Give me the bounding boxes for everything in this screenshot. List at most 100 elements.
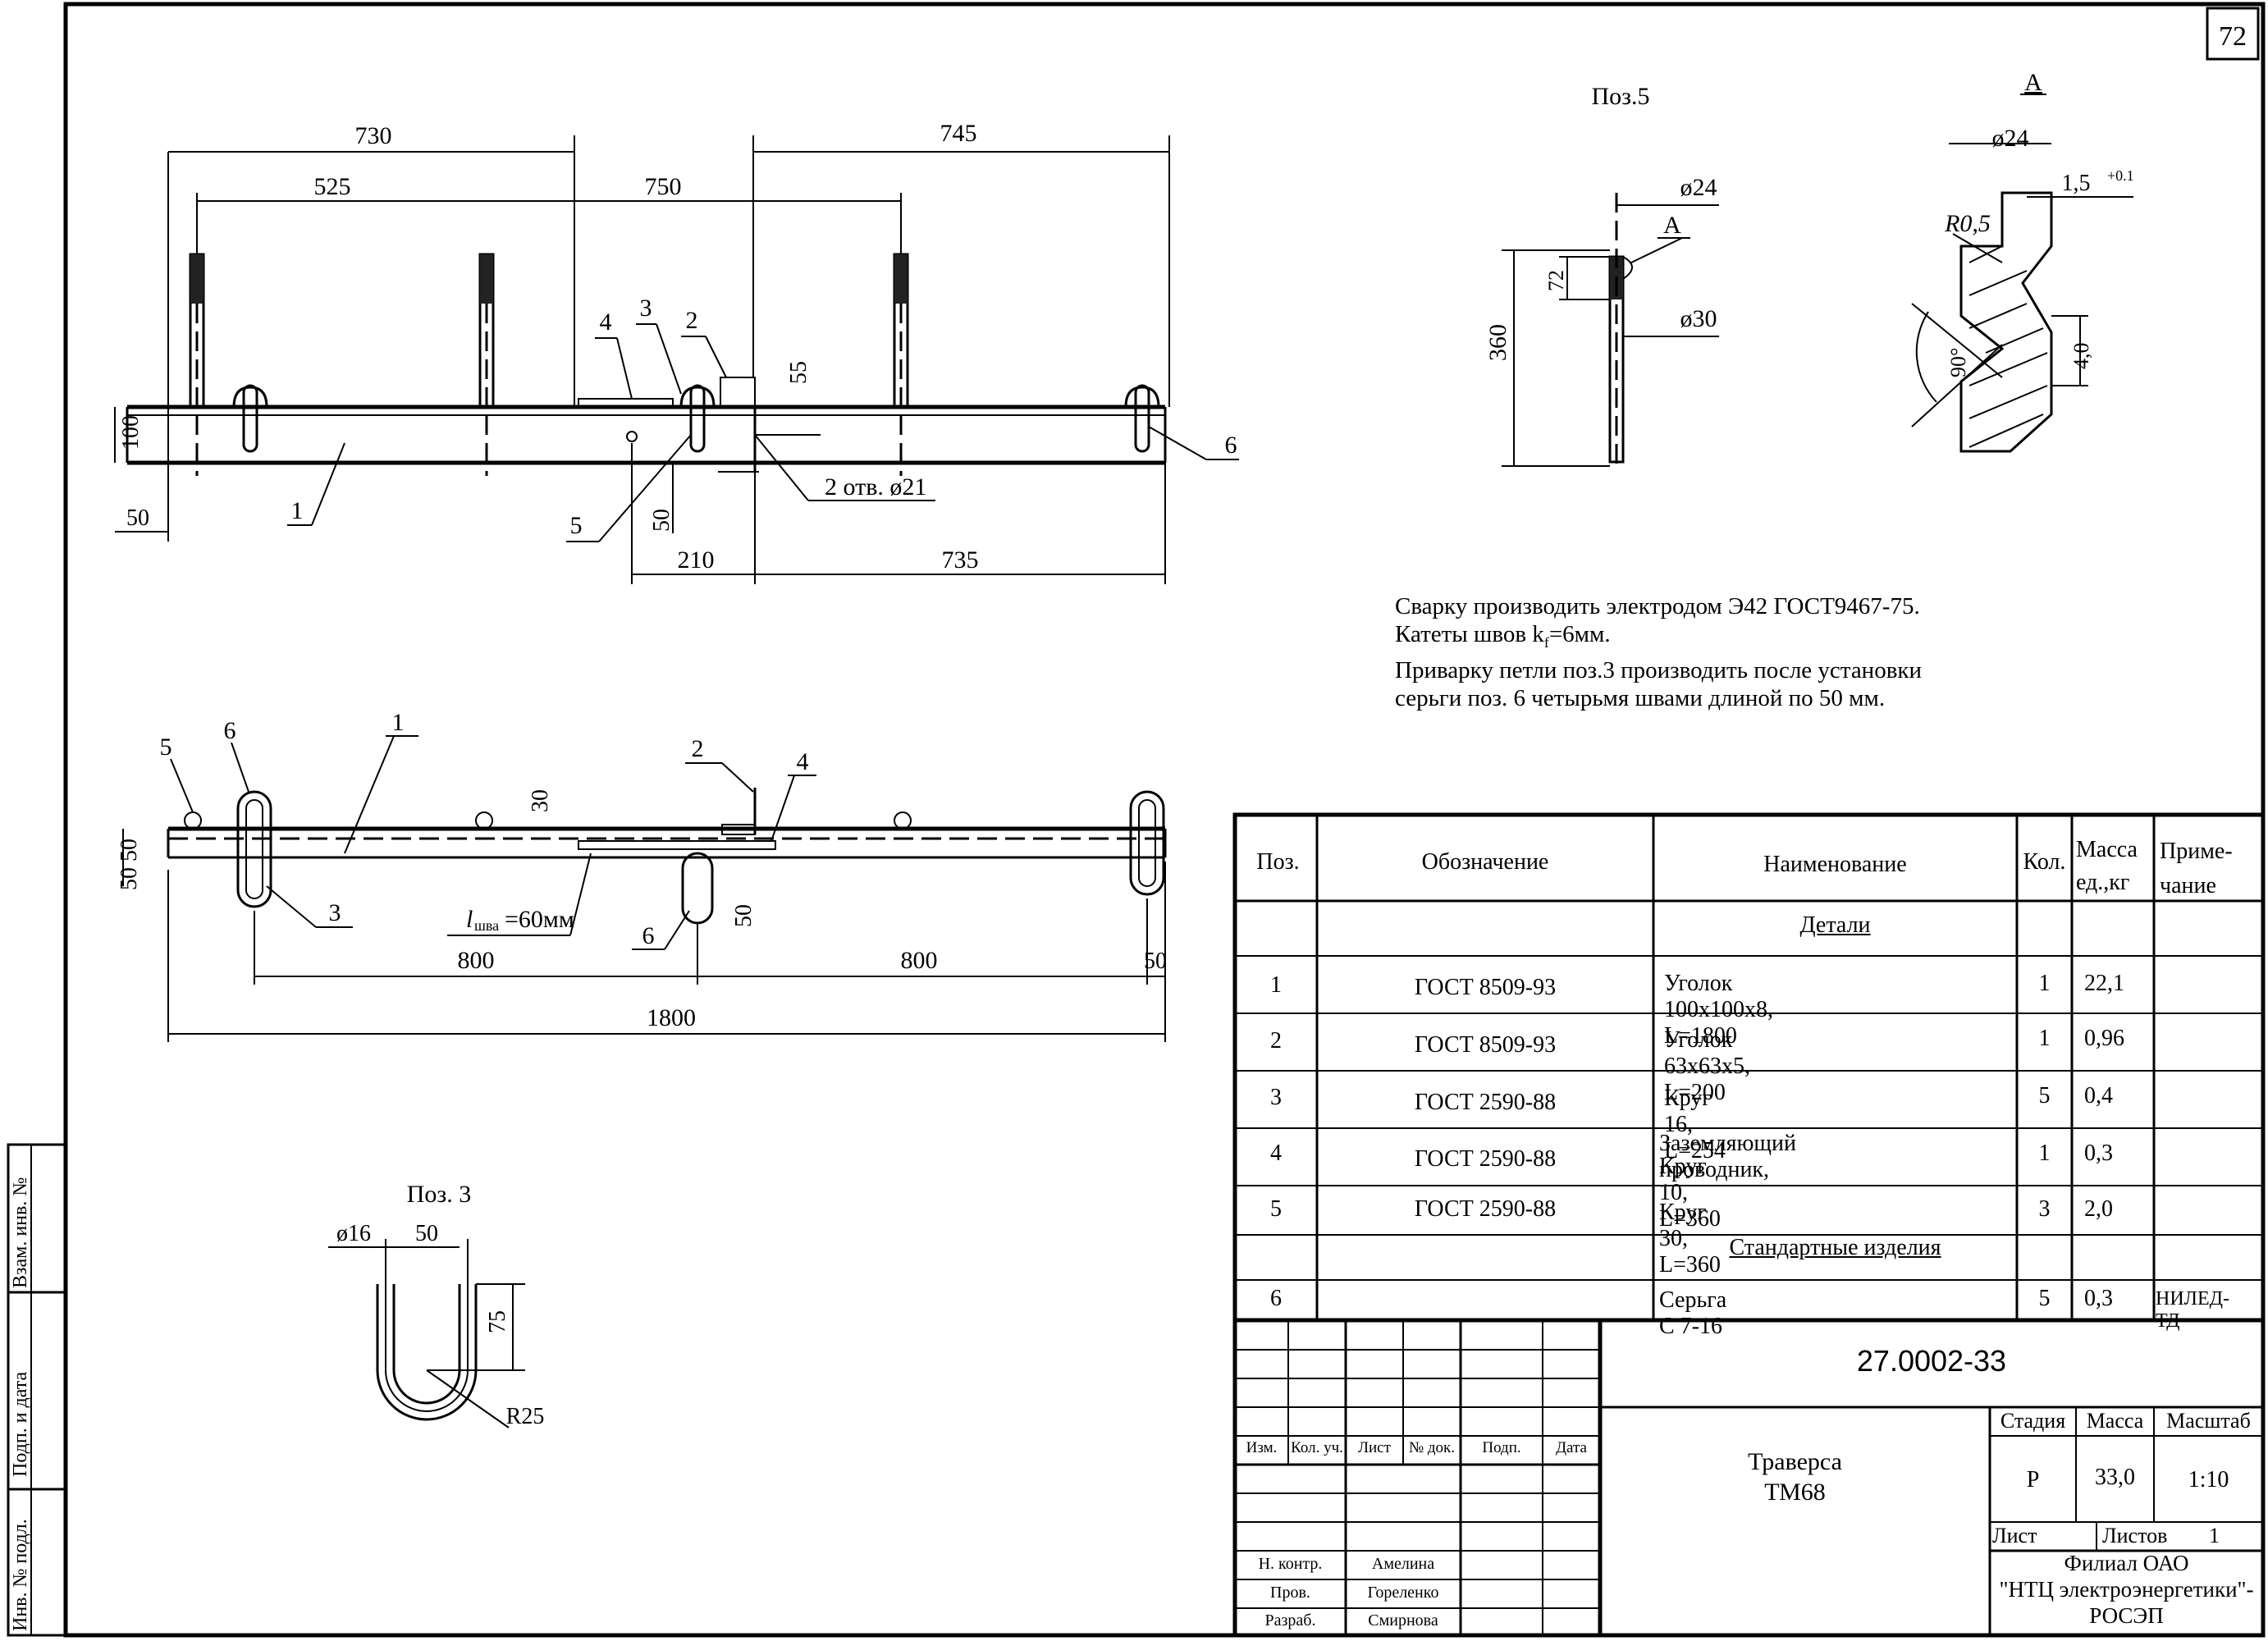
- dim-30: 30: [528, 789, 553, 812]
- dim-735: 735: [942, 546, 979, 574]
- spec-row-4-name: Заземляющий проводник,: [1659, 1131, 1796, 1182]
- spec-header-note-2: чание: [2160, 873, 2216, 898]
- callout-3: 3: [640, 295, 652, 322]
- spec-header-name: Наименование: [1763, 852, 1907, 877]
- callout-4: 4: [600, 309, 612, 336]
- spec-row-5-qty: 3: [2038, 1196, 2051, 1222]
- org-line-2: "НТЦ электроэнергетики"-: [1999, 1577, 2254, 1602]
- role-razrab: Разраб.: [1264, 1611, 1316, 1630]
- name-prov: Гореленко: [1367, 1584, 1439, 1602]
- org-line-3: РОСЭП: [2089, 1603, 2164, 1628]
- title-line-1: Траверса: [1748, 1448, 1842, 1475]
- spec-row-6-name: Серьга С 7-16: [1659, 1287, 1727, 1339]
- front-pins: [189, 253, 909, 476]
- title-block-grid: [1232, 1318, 2266, 1638]
- col-data: Дата: [1556, 1439, 1587, 1456]
- spec-row-6-note: НИЛЕД-ТД: [2156, 1288, 2229, 1332]
- spec-row-3-qty: 5: [2038, 1083, 2051, 1108]
- dim-800-right: 800: [901, 947, 938, 974]
- dim-50-50: 50 50: [117, 839, 142, 890]
- spec-row-3-pos: 3: [1270, 1085, 1282, 1110]
- spec-row-1-designation: ГОСТ 8509-93: [1414, 975, 1557, 1000]
- sheet-label: Лист: [1992, 1524, 2037, 1547]
- dim-210: 210: [678, 546, 715, 574]
- name-nkontr: Амелина: [1371, 1555, 1435, 1573]
- top-callout-2: 2: [692, 735, 704, 762]
- spec-row-1-qty: 1: [2038, 971, 2051, 996]
- spec-row-5-mass: 2,0: [2084, 1196, 2113, 1222]
- detail-a-title: А: [2024, 69, 2042, 96]
- note-line-1: Сварку производить электродом Э42 ГОСТ94…: [1395, 593, 1920, 619]
- detail-a-dia24: ø24: [1992, 125, 2029, 152]
- spec-row-1-mass: 22,1: [2084, 971, 2124, 996]
- pos3-view: Поз. 3 ø16 50 75 R25: [328, 1181, 544, 1429]
- spec-row-5-pos: 5: [1270, 1196, 1282, 1222]
- note-line-3: Приварку петли поз.3 производить после у…: [1395, 656, 1923, 683]
- spec-row-2-mass: 0,96: [2084, 1026, 2124, 1051]
- detail-a-view: А ø24 1,5 +0.1 R0,5 90° 4,0: [1911, 69, 2134, 453]
- top-callout-6a: 6: [224, 717, 236, 744]
- spec-row-5-designation: ГОСТ 2590-88: [1414, 1196, 1557, 1222]
- col-kolu: Кол. уч.: [1291, 1439, 1343, 1456]
- dim-55: 55: [786, 361, 812, 384]
- spec-row-4-pos: 4: [1270, 1140, 1282, 1166]
- sheet-number-box: [2206, 7, 2260, 61]
- dim-100: 100: [118, 415, 144, 450]
- pos3-r25: R25: [506, 1404, 545, 1429]
- stage-label: Стадия: [2000, 1409, 2066, 1433]
- pos5-360: 360: [1484, 324, 1511, 361]
- col-izm: Изм.: [1246, 1439, 1278, 1456]
- note-line-2: Катеты швов kf=6мм.: [1395, 621, 1611, 651]
- spec-row-2-pos: 2: [1270, 1028, 1282, 1054]
- callout-2: 2: [686, 307, 698, 334]
- pos5-dia30: ø30: [1680, 305, 1717, 332]
- spec-row-2-name: Уголок 63х63х5, L=200: [1664, 1027, 1750, 1105]
- pos5-dia24: ø24: [1680, 174, 1717, 201]
- spec-row-3-mass: 0,4: [2084, 1083, 2113, 1108]
- spec-row-1-name: Уголок 100х100х8, L=1800: [1664, 971, 1773, 1049]
- stage-value: Р: [2026, 1467, 2040, 1492]
- col-podp: Подп.: [1482, 1439, 1521, 1456]
- spec-header-note-1: Приме-: [2160, 839, 2233, 864]
- pos3-50: 50: [415, 1221, 438, 1246]
- pos3-75: 75: [485, 1310, 510, 1333]
- front-view: 730 745 525 750 100 50 55 50 210 735 2 о…: [114, 120, 1239, 584]
- top-callout-3: 3: [329, 899, 341, 926]
- mass-value: 33,0: [2095, 1465, 2135, 1490]
- doc-code: 27.0002-33: [1856, 1344, 2007, 1378]
- dim-50-bottom: 50: [649, 509, 674, 532]
- spec-header-designation: Обозначение: [1421, 849, 1549, 875]
- scale-label: Масштаб: [2166, 1409, 2251, 1433]
- detail-a-r05: R0,5: [1944, 210, 1991, 237]
- spec-header-mass-2: ед.,кг: [2076, 870, 2130, 895]
- dim-50-stub: 50: [731, 904, 757, 927]
- mass-label: Масса: [2086, 1409, 2144, 1433]
- dim-50-left: 50: [126, 505, 149, 531]
- spec-row-4-designation: ГОСТ 2590-88: [1414, 1146, 1557, 1172]
- dim-50-top: 50: [1144, 948, 1167, 974]
- spec-table-grid: [1232, 812, 2266, 1323]
- pos3-title: Поз. 3: [407, 1181, 472, 1208]
- spec-row-3-designation: ГОСТ 2590-88: [1414, 1090, 1557, 1115]
- spec-row-3-name: Круг 16, L=254: [1664, 1086, 1726, 1163]
- detail-a-15: 1,5: [2062, 171, 2091, 196]
- spec-row-6-pos: 6: [1270, 1286, 1282, 1311]
- side-strip: Взам. инв. № Подп. и дата Инв. № подл.: [7, 1143, 67, 1637]
- title-line-2: ТМ68: [1764, 1479, 1826, 1506]
- callout-1: 1: [291, 497, 304, 524]
- spec-section-parts: Детали: [1799, 912, 1871, 938]
- side-label-vzam: Взам. инв. №: [10, 1177, 31, 1288]
- dim-750: 750: [645, 173, 682, 200]
- scale-value: 1:10: [2188, 1467, 2229, 1492]
- front-shackles: [232, 384, 1160, 453]
- detail-a-40: 4,0: [2069, 343, 2093, 370]
- pos3-dia16: ø16: [336, 1221, 371, 1246]
- note-line-4: серьги поз. 6 четырьмя швами длиной по 5…: [1395, 684, 1886, 711]
- col-list: Лист: [1358, 1439, 1391, 1456]
- top-callout-6b: 6: [642, 922, 655, 949]
- spec-row-6-qty: 5: [2038, 1286, 2051, 1311]
- spec-row-2-designation: ГОСТ 8509-93: [1414, 1032, 1557, 1058]
- callout-5: 5: [570, 512, 583, 539]
- role-prov: Пров.: [1270, 1584, 1310, 1602]
